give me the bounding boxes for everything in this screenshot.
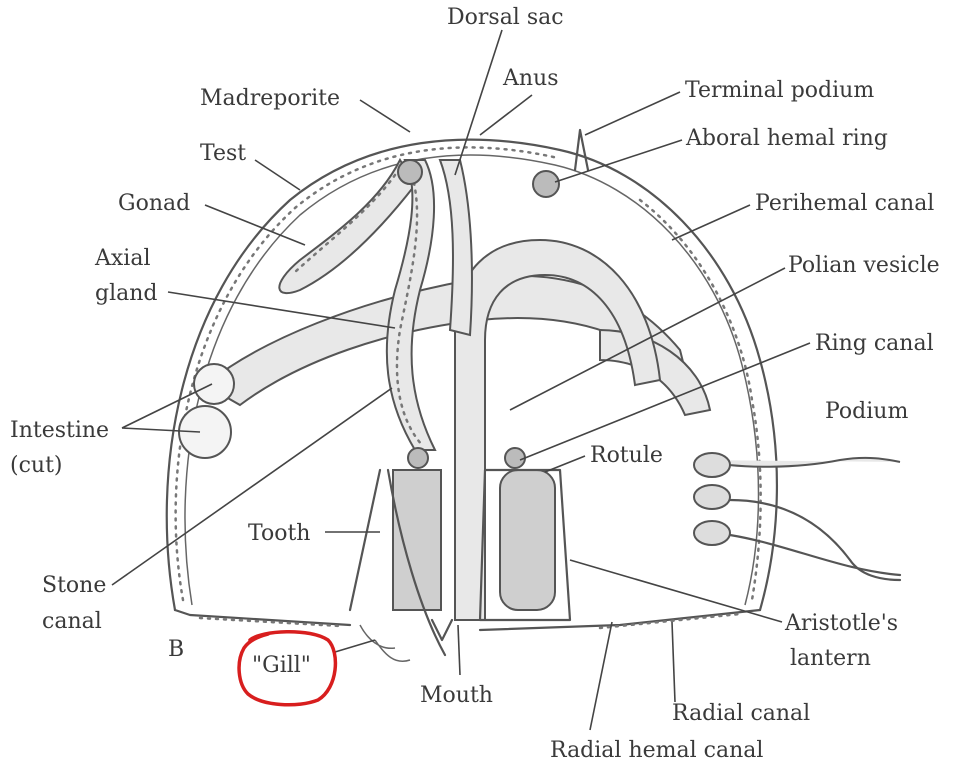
label-gill: "Gill": [252, 653, 311, 678]
label-perihemal-canal: Perihemal canal: [755, 191, 934, 216]
label-radial-canal: Radial canal: [672, 701, 810, 726]
label-stone-canal-1: Stone: [42, 573, 106, 598]
label-axial-gland-1: Axial: [94, 246, 150, 271]
label-rotule: Rotule: [590, 443, 663, 468]
label-axial-gland-2: gland: [95, 281, 158, 306]
label-test: Test: [200, 141, 246, 166]
aboral-hemal-ring-node: [533, 171, 559, 197]
gonad: [279, 160, 415, 293]
label-gonad: Gonad: [118, 191, 190, 216]
label-polian-vesicle: Polian vesicle: [788, 253, 940, 278]
label-aristotles-lantern-2: lantern: [790, 646, 871, 671]
label-podium: Podium: [825, 399, 908, 424]
label-dorsal-sac: Dorsal sac: [447, 5, 564, 30]
label-terminal-podium: Terminal podium: [685, 78, 874, 103]
label-stone-canal-2: canal: [42, 609, 102, 634]
intestine-cut-upper: [194, 364, 234, 404]
lantern-pyramid-right: [500, 470, 555, 610]
podia: [694, 453, 900, 580]
label-mouth: Mouth: [420, 683, 493, 708]
label-madreporite: Madreporite: [200, 86, 340, 111]
label-aboral-hemal-ring: Aboral hemal ring: [685, 126, 888, 151]
panel-letter: B: [168, 637, 184, 662]
ring-canal-right: [505, 448, 525, 468]
label-intestine-1: Intestine: [10, 418, 109, 443]
label-ring-canal: Ring canal: [815, 331, 934, 356]
label-anus: Anus: [502, 66, 559, 91]
label-tooth: Tooth: [248, 521, 310, 546]
label-intestine-2: (cut): [10, 453, 63, 478]
ring-canal-left: [408, 448, 428, 468]
label-radial-hemal-canal: Radial hemal canal: [550, 738, 763, 763]
gill: [360, 625, 410, 661]
label-aristotles-lantern-1: Aristotle's: [784, 611, 898, 636]
